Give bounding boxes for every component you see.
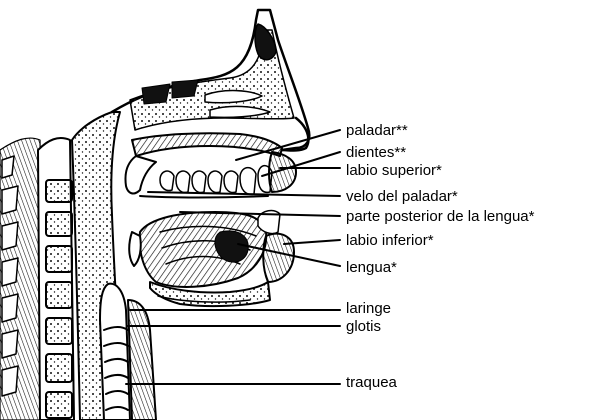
label-dientes: dientes** (346, 144, 406, 161)
epiglottis (129, 232, 141, 266)
labels: paladar** dientes** labio superior* velo… (346, 122, 535, 391)
label-laringe: laringe (346, 300, 391, 317)
label-parte-posterior-lengua: parte posterior de la lengua* (346, 208, 535, 225)
label-paladar: paladar** (346, 122, 408, 139)
velum (125, 156, 156, 193)
larynx-trachea (100, 284, 156, 420)
label-velo-del-paladar: velo del paladar* (346, 188, 458, 205)
head-outline (112, 10, 309, 151)
tongue (140, 212, 267, 287)
leader-velo-del-paladar (148, 192, 340, 196)
lower-lip-teeth (258, 211, 294, 282)
label-glotis: glotis (346, 318, 381, 335)
spine (0, 138, 74, 420)
label-labio-superior: labio superior* (346, 162, 442, 179)
label-traquea: traquea (346, 374, 398, 391)
label-labio-inferior: labio inferior* (346, 232, 434, 249)
upper-teeth (160, 166, 272, 195)
label-lengua: lengua* (346, 259, 397, 276)
